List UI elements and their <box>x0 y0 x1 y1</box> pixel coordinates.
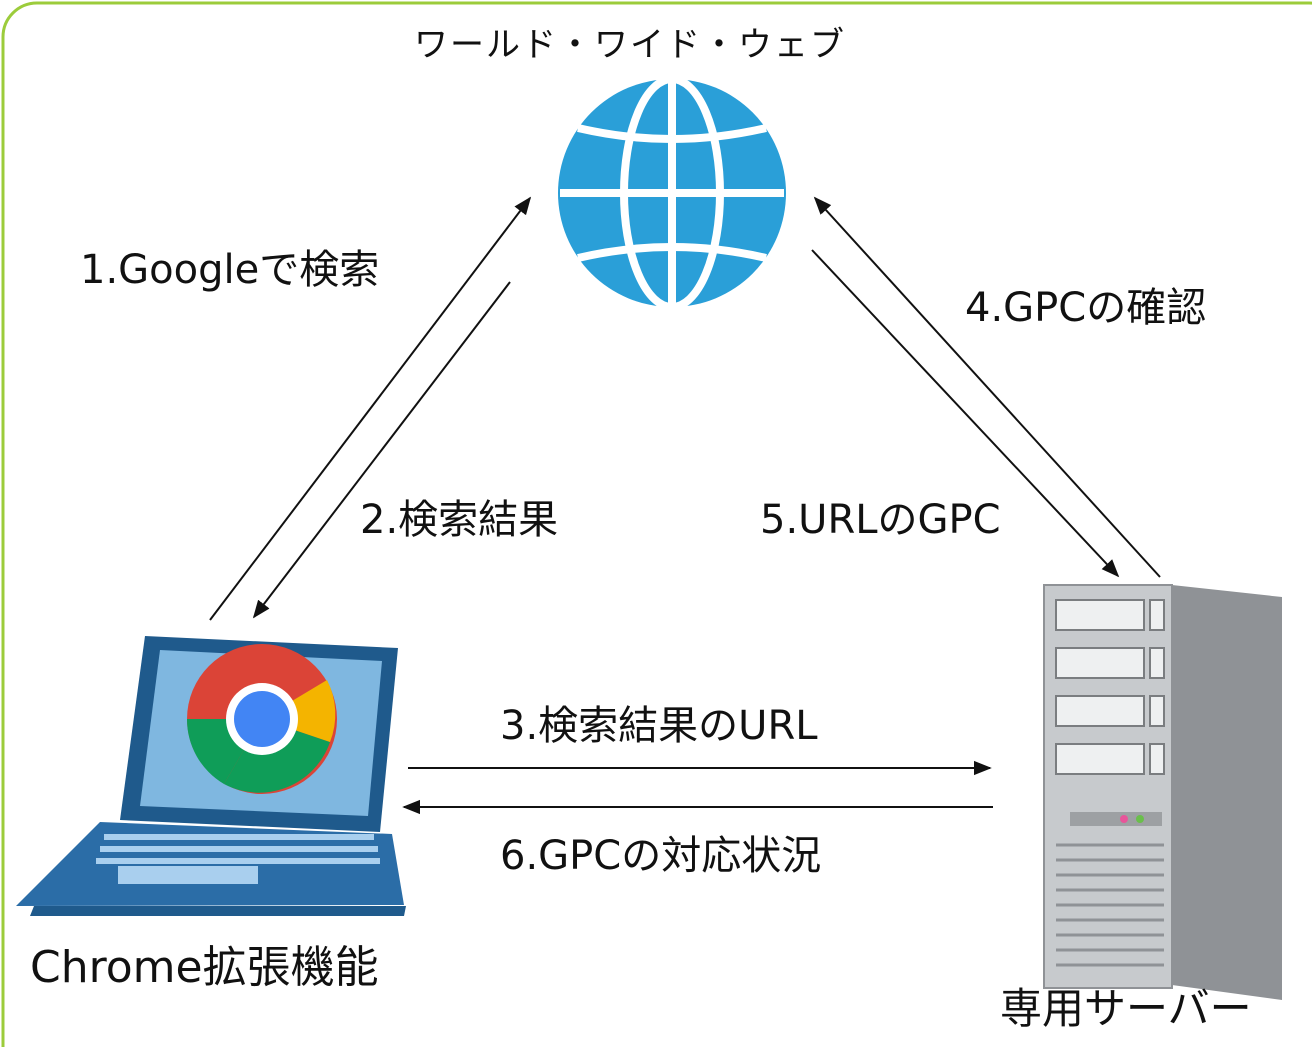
edge-label-step3: 3.検索結果のURL <box>500 703 818 749</box>
edge-label-step1: 1.Googleで検索 <box>80 247 380 293</box>
node-label-www: ワールド・ワイド・ウェブ <box>414 25 846 65</box>
edge-label-step5: 5.URLのGPC <box>760 497 1001 543</box>
arrow-step5 <box>811 249 1120 578</box>
arrow-step4 <box>813 196 1161 578</box>
server-tower-icon <box>1043 584 1282 1000</box>
arrow-step2 <box>252 281 511 619</box>
edge-label-step2: 2.検索結果 <box>360 497 559 543</box>
laptop-chrome-icon <box>16 636 406 916</box>
arrow-step1 <box>209 196 532 621</box>
edge-label-step6: 6.GPCの対応状況 <box>500 833 822 879</box>
globe-icon <box>558 75 786 311</box>
node-label-server: 専用サーバー <box>1000 984 1252 1033</box>
edge-label-step4: 4.GPCの確認 <box>965 285 1207 331</box>
node-label-client: Chrome拡張機能 <box>30 942 379 993</box>
